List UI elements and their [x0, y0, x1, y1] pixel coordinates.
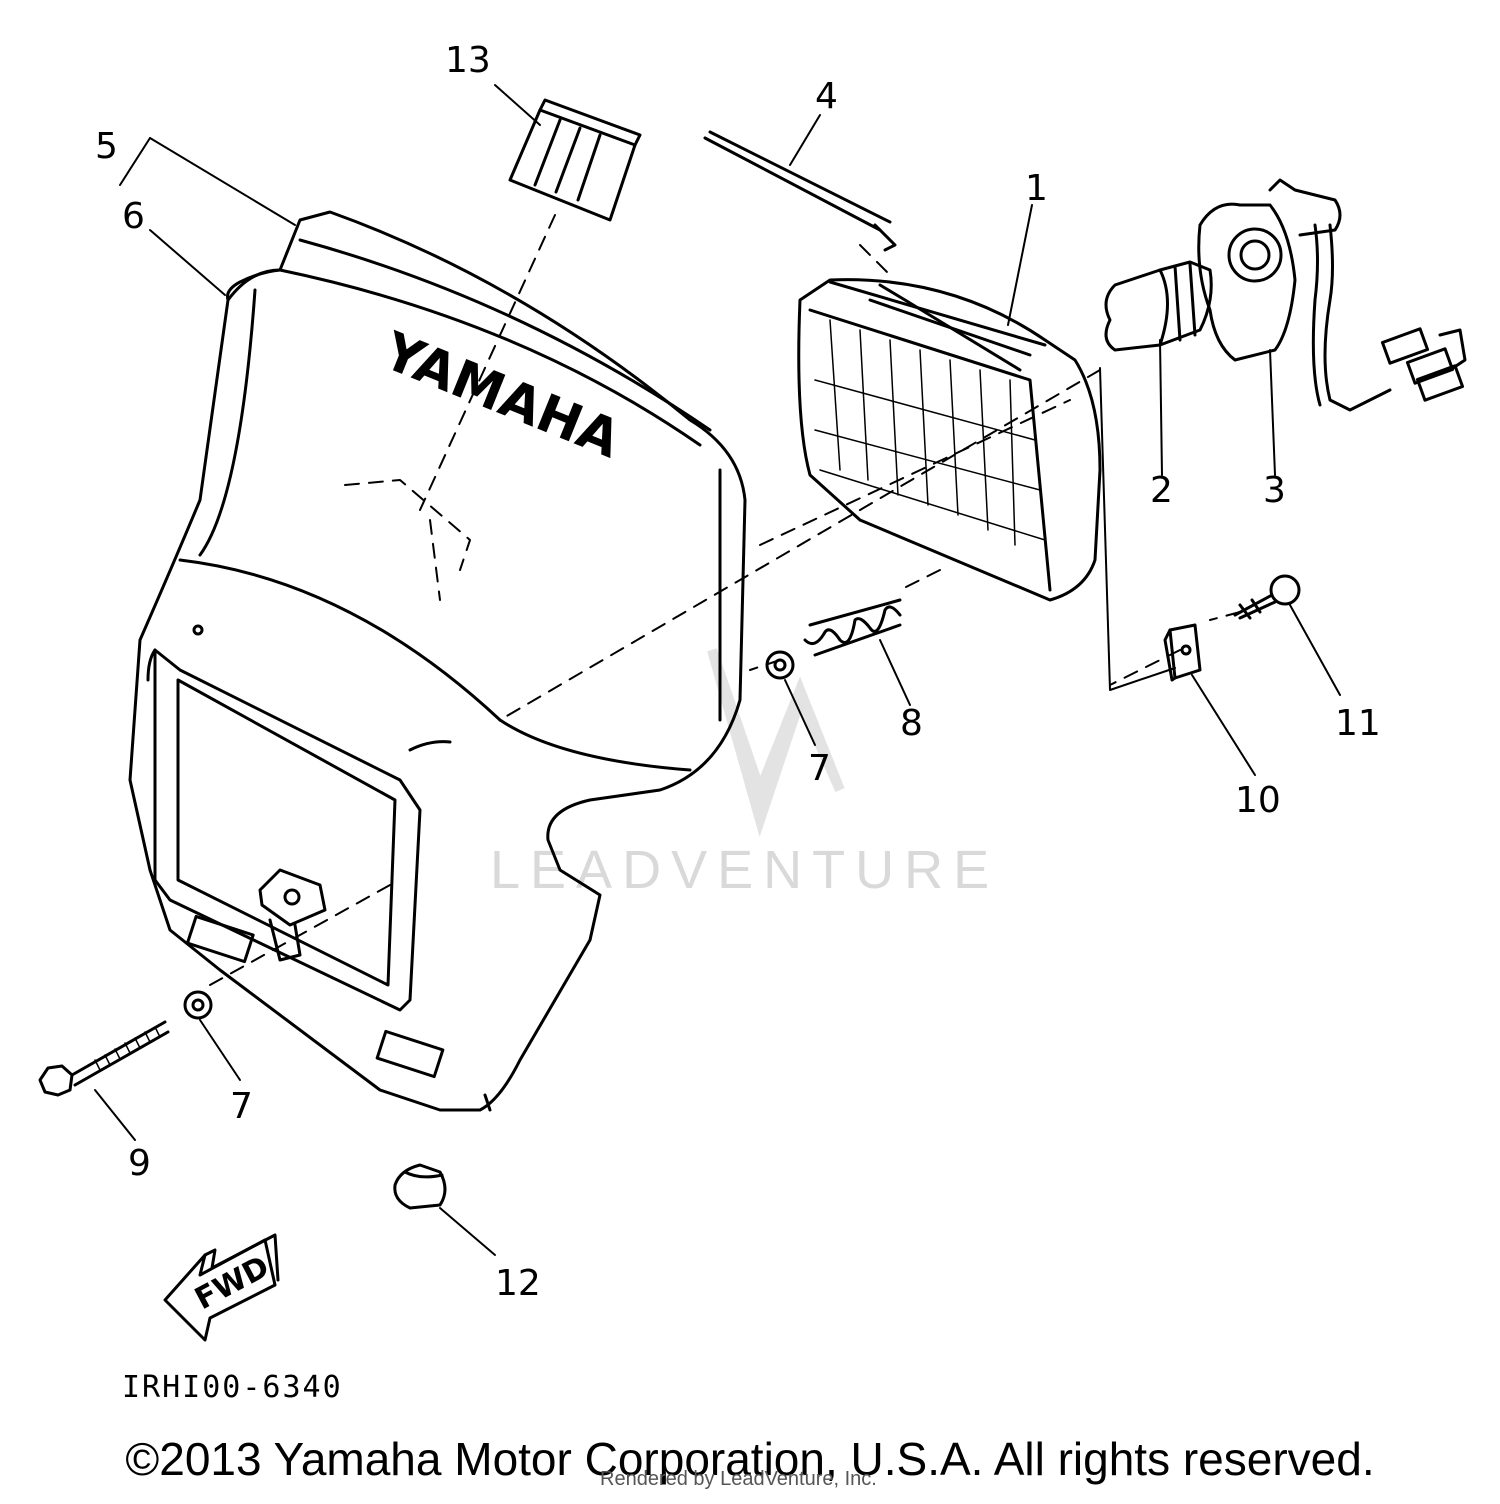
callout-8: 8 — [900, 703, 923, 744]
callout-4: 4 — [815, 76, 838, 117]
callout-1: 1 — [1025, 168, 1048, 209]
part-12-grommet — [393, 1163, 447, 1210]
callout-2: 2 — [1150, 470, 1173, 511]
part-4-strip — [703, 130, 897, 252]
part-7-grommet-lower — [183, 990, 213, 1020]
callout-9: 9 — [128, 1143, 151, 1184]
callout-7-lower: 7 — [230, 1086, 253, 1127]
diagram-reference-code: IRHI00-6340 — [122, 1370, 343, 1405]
part-7-grommet-upper — [765, 650, 795, 680]
watermark-logo-mark — [707, 648, 845, 837]
callout-13: 13 — [445, 40, 491, 81]
part-3-socket — [1197, 178, 1467, 412]
callout-5: 5 — [95, 126, 118, 167]
headlight-cowl — [128, 210, 747, 1112]
copyright-notice: ©2013 Yamaha Motor Corporation, U.S.A. A… — [125, 1433, 1375, 1485]
part-2-bulb — [1104, 260, 1213, 352]
rendered-by-note: Rendered by LeadVenture, Inc. — [600, 1468, 877, 1490]
callout-3: 3 — [1263, 470, 1286, 511]
watermark: LEADVENTURE — [490, 648, 999, 900]
part-9-screw — [38, 1020, 170, 1097]
callout-6: 6 — [122, 196, 145, 237]
fwd-arrow — [163, 1233, 280, 1342]
part-8-spring — [803, 598, 902, 657]
callout-10: 10 — [1235, 780, 1281, 821]
part-10-clip — [1163, 623, 1202, 682]
watermark-text: LEADVENTURE — [490, 840, 999, 900]
callout-numbers: 13 4 5 6 1 2 3 8 7 11 10 7 9 12 — [95, 40, 1381, 1304]
callout-7-upper: 7 — [808, 748, 831, 789]
part-11-screw — [1233, 574, 1301, 620]
callout-11: 11 — [1335, 703, 1381, 744]
part-13-emblem — [508, 98, 642, 222]
bracket-line — [1099, 367, 1176, 691]
assembly-lines — [209, 214, 1241, 986]
part-1-headlight — [797, 278, 1102, 602]
callout-12: 12 — [495, 1263, 541, 1304]
leader-lines — [94, 84, 1341, 1256]
